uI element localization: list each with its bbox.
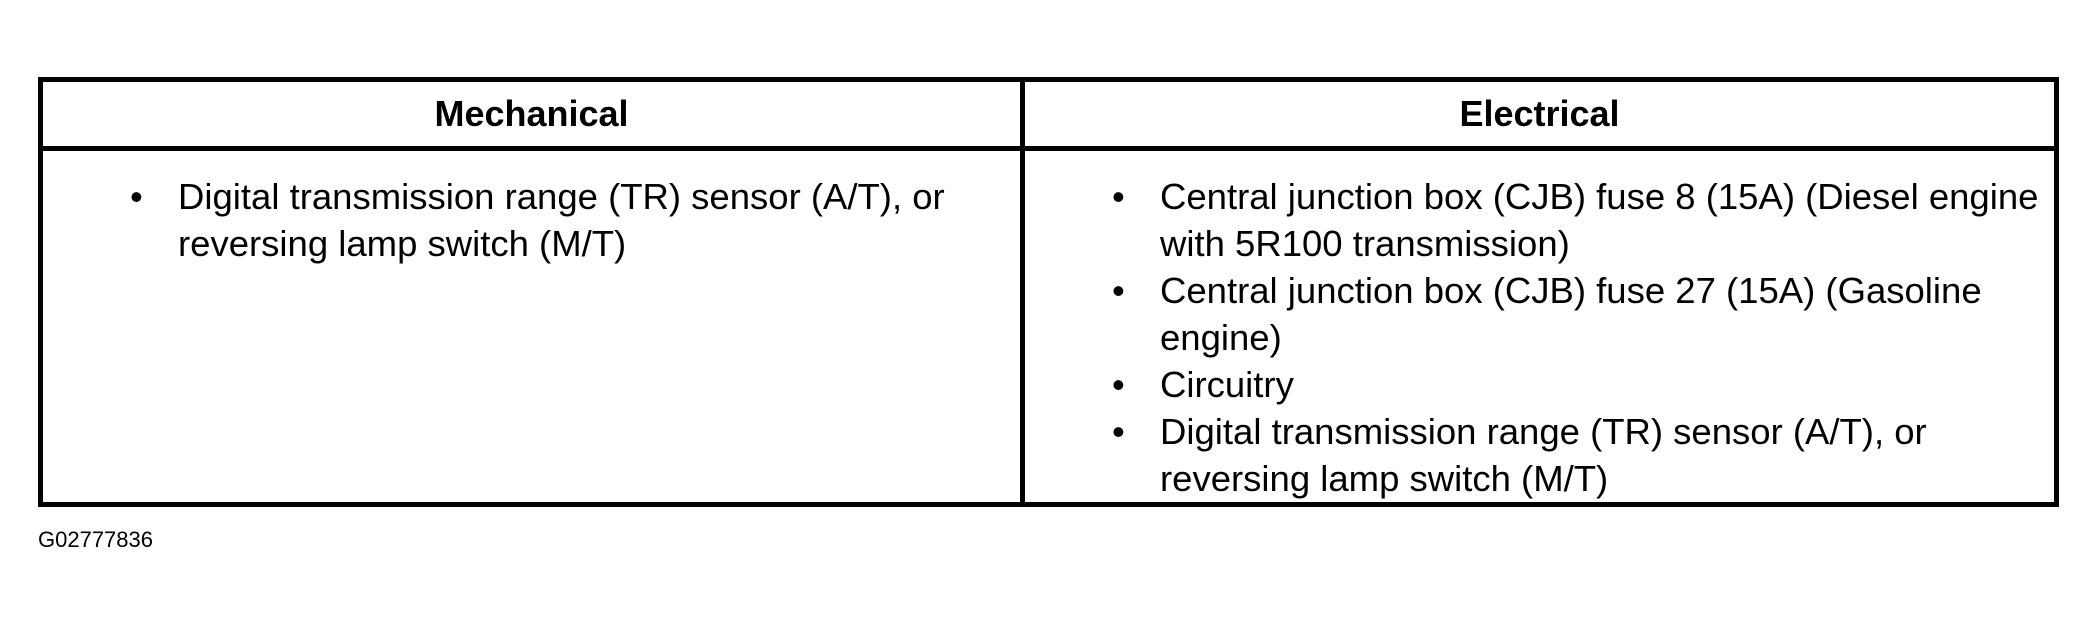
- header-mechanical: Mechanical: [38, 77, 1025, 151]
- list-item-text: Central junction box (CJB) fuse 27 (15A)…: [1160, 270, 1982, 358]
- bullet-icon: •: [1112, 176, 1125, 217]
- bullet-icon: •: [1112, 411, 1125, 452]
- list-item-text: Circuitry: [1160, 364, 1294, 405]
- electrical-cell: • Central junction box (CJB) fuse 8 (15A…: [1020, 146, 2059, 507]
- list-item: • Central junction box (CJB) fuse 8 (15A…: [1112, 173, 2050, 267]
- header-row: Mechanical Electrical: [38, 77, 2059, 151]
- electrical-list: • Central junction box (CJB) fuse 8 (15A…: [1112, 173, 2050, 502]
- list-item: • Central junction box (CJB) fuse 27 (15…: [1112, 267, 2050, 361]
- list-item: • Digital transmission range (TR) sensor…: [130, 173, 1018, 267]
- content-row: • Digital transmission range (TR) sensor…: [38, 146, 2059, 507]
- list-item-text: Digital transmission range (TR) sensor (…: [178, 176, 945, 264]
- mechanical-cell: • Digital transmission range (TR) sensor…: [38, 146, 1025, 507]
- list-item-text: Digital transmission range (TR) sensor (…: [1160, 411, 1927, 499]
- list-item-text: Central junction box (CJB) fuse 8 (15A) …: [1160, 176, 2039, 264]
- figure-id: G02777836: [38, 527, 153, 552]
- diagnostic-table: Mechanical Electrical • Digital transmis…: [38, 77, 2059, 507]
- header-electrical: Electrical: [1020, 77, 2059, 151]
- bullet-icon: •: [130, 176, 143, 217]
- list-item: • Circuitry: [1112, 361, 2050, 408]
- bullet-icon: •: [1112, 364, 1125, 405]
- list-item: • Digital transmission range (TR) sensor…: [1112, 408, 2050, 502]
- mechanical-list: • Digital transmission range (TR) sensor…: [130, 173, 1018, 267]
- bullet-icon: •: [1112, 270, 1125, 311]
